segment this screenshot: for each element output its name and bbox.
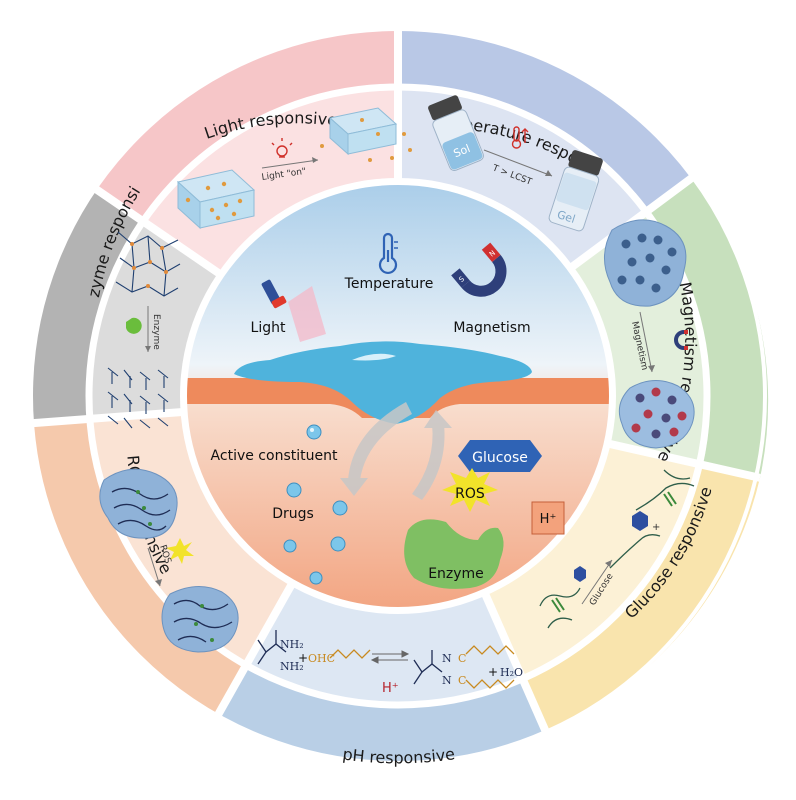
ros-arrow — [147, 547, 161, 587]
thermometer-icon — [378, 232, 398, 275]
sol-label: Sol — [452, 142, 472, 160]
glucose-arrow — [581, 559, 613, 605]
imine-c-2: C — [458, 674, 466, 687]
ph-responsive-label: pH responsive — [341, 744, 456, 767]
center-temperature-label: Temperature — [344, 276, 434, 292]
enzyme-network-after — [107, 367, 169, 429]
thermometer-up-icon — [511, 126, 529, 149]
svg-text:+: + — [652, 522, 660, 533]
center-light-label: Light — [251, 320, 286, 336]
center-active-constituent-label: Active constituent — [211, 448, 338, 464]
enzyme-cleavage-sites-before — [130, 242, 168, 288]
temperature-arrow — [483, 149, 553, 177]
imine-c-1: C — [458, 652, 466, 665]
glucose-boronic-marks — [551, 491, 677, 613]
center-ros-label: ROS — [455, 486, 485, 502]
imine-structure — [413, 650, 443, 685]
enzyme-panel: Enzyme — [107, 231, 181, 429]
proton-box: H⁺ — [531, 501, 565, 535]
glucose-tag: Glucose — [458, 440, 542, 472]
center-scene — [186, 184, 610, 608]
bulb-icon — [271, 138, 293, 158]
pool-highlight — [352, 353, 396, 361]
ros-burst: ROS — [442, 468, 498, 512]
aldehyde-chain — [329, 649, 371, 659]
center-h-label: H⁺ — [540, 512, 557, 527]
water-label: H₂O — [500, 666, 523, 679]
magnet-icon: S N — [451, 242, 507, 297]
magnetism-arrow — [639, 311, 653, 373]
light-arrow — [261, 159, 319, 169]
exchange-arrows — [340, 402, 452, 500]
hydrogel-block-before — [176, 169, 256, 230]
aldehyde-group: OHC — [308, 652, 335, 665]
hydrogel-block-after — [320, 107, 412, 162]
small-magnet-icon — [674, 330, 688, 350]
ros-hydrogel-after — [161, 586, 239, 653]
light-panel: Light "on" — [176, 107, 412, 230]
center-glucose-label: Glucose — [472, 450, 528, 466]
svg-text:S: S — [458, 275, 467, 284]
ph-panel: NH₂ NH₂ + OHC H⁺ N C N C + H₂O — [257, 630, 523, 696]
ros-panel: ROS — [99, 468, 239, 653]
ph-plus-2: + — [488, 665, 498, 679]
sol-vial: Sol — [428, 95, 484, 171]
glucose-molecule-icon — [574, 566, 586, 582]
amine-group-2: NH₂ — [280, 660, 304, 673]
center-magnetism-label: Magnetism — [453, 320, 530, 336]
svg-text:N: N — [488, 249, 497, 259]
imine-chain-2 — [465, 679, 515, 689]
gel-vial: Gel — [548, 150, 603, 232]
center-enzyme-label: Enzyme — [428, 566, 484, 582]
equilibrium-arrows — [370, 650, 410, 664]
glucose-bound-icon — [632, 511, 648, 531]
ros-burst-icon — [166, 538, 194, 564]
imine-n-2: N — [442, 674, 452, 687]
amine-structure — [257, 630, 287, 665]
amine-group-1: NH₂ — [280, 638, 304, 651]
active-constituent: Active constituent — [211, 424, 338, 464]
hydrogel-before-magnet — [604, 219, 687, 307]
enzyme-panel-label: Enzyme — [151, 314, 161, 350]
flashlight-icon — [261, 279, 326, 342]
hydrogel-pool — [234, 341, 532, 424]
ros-hydrogel-before — [99, 468, 178, 539]
gel-label: Gel — [555, 208, 576, 226]
glucose-polymer-network — [539, 469, 695, 629]
imine-n-1: N — [442, 652, 452, 665]
ph-proton-label: H⁺ — [382, 681, 399, 696]
imine-chain-1 — [465, 645, 515, 655]
enzyme-pacman-icon — [126, 317, 142, 334]
center-drugs-label: Drugs — [272, 506, 314, 522]
enzyme-blob: Enzyme — [404, 519, 504, 589]
hydrogel-after-magnet — [618, 380, 695, 449]
drug-bubbles — [283, 482, 348, 585]
ph-plus-1: + — [298, 651, 308, 665]
